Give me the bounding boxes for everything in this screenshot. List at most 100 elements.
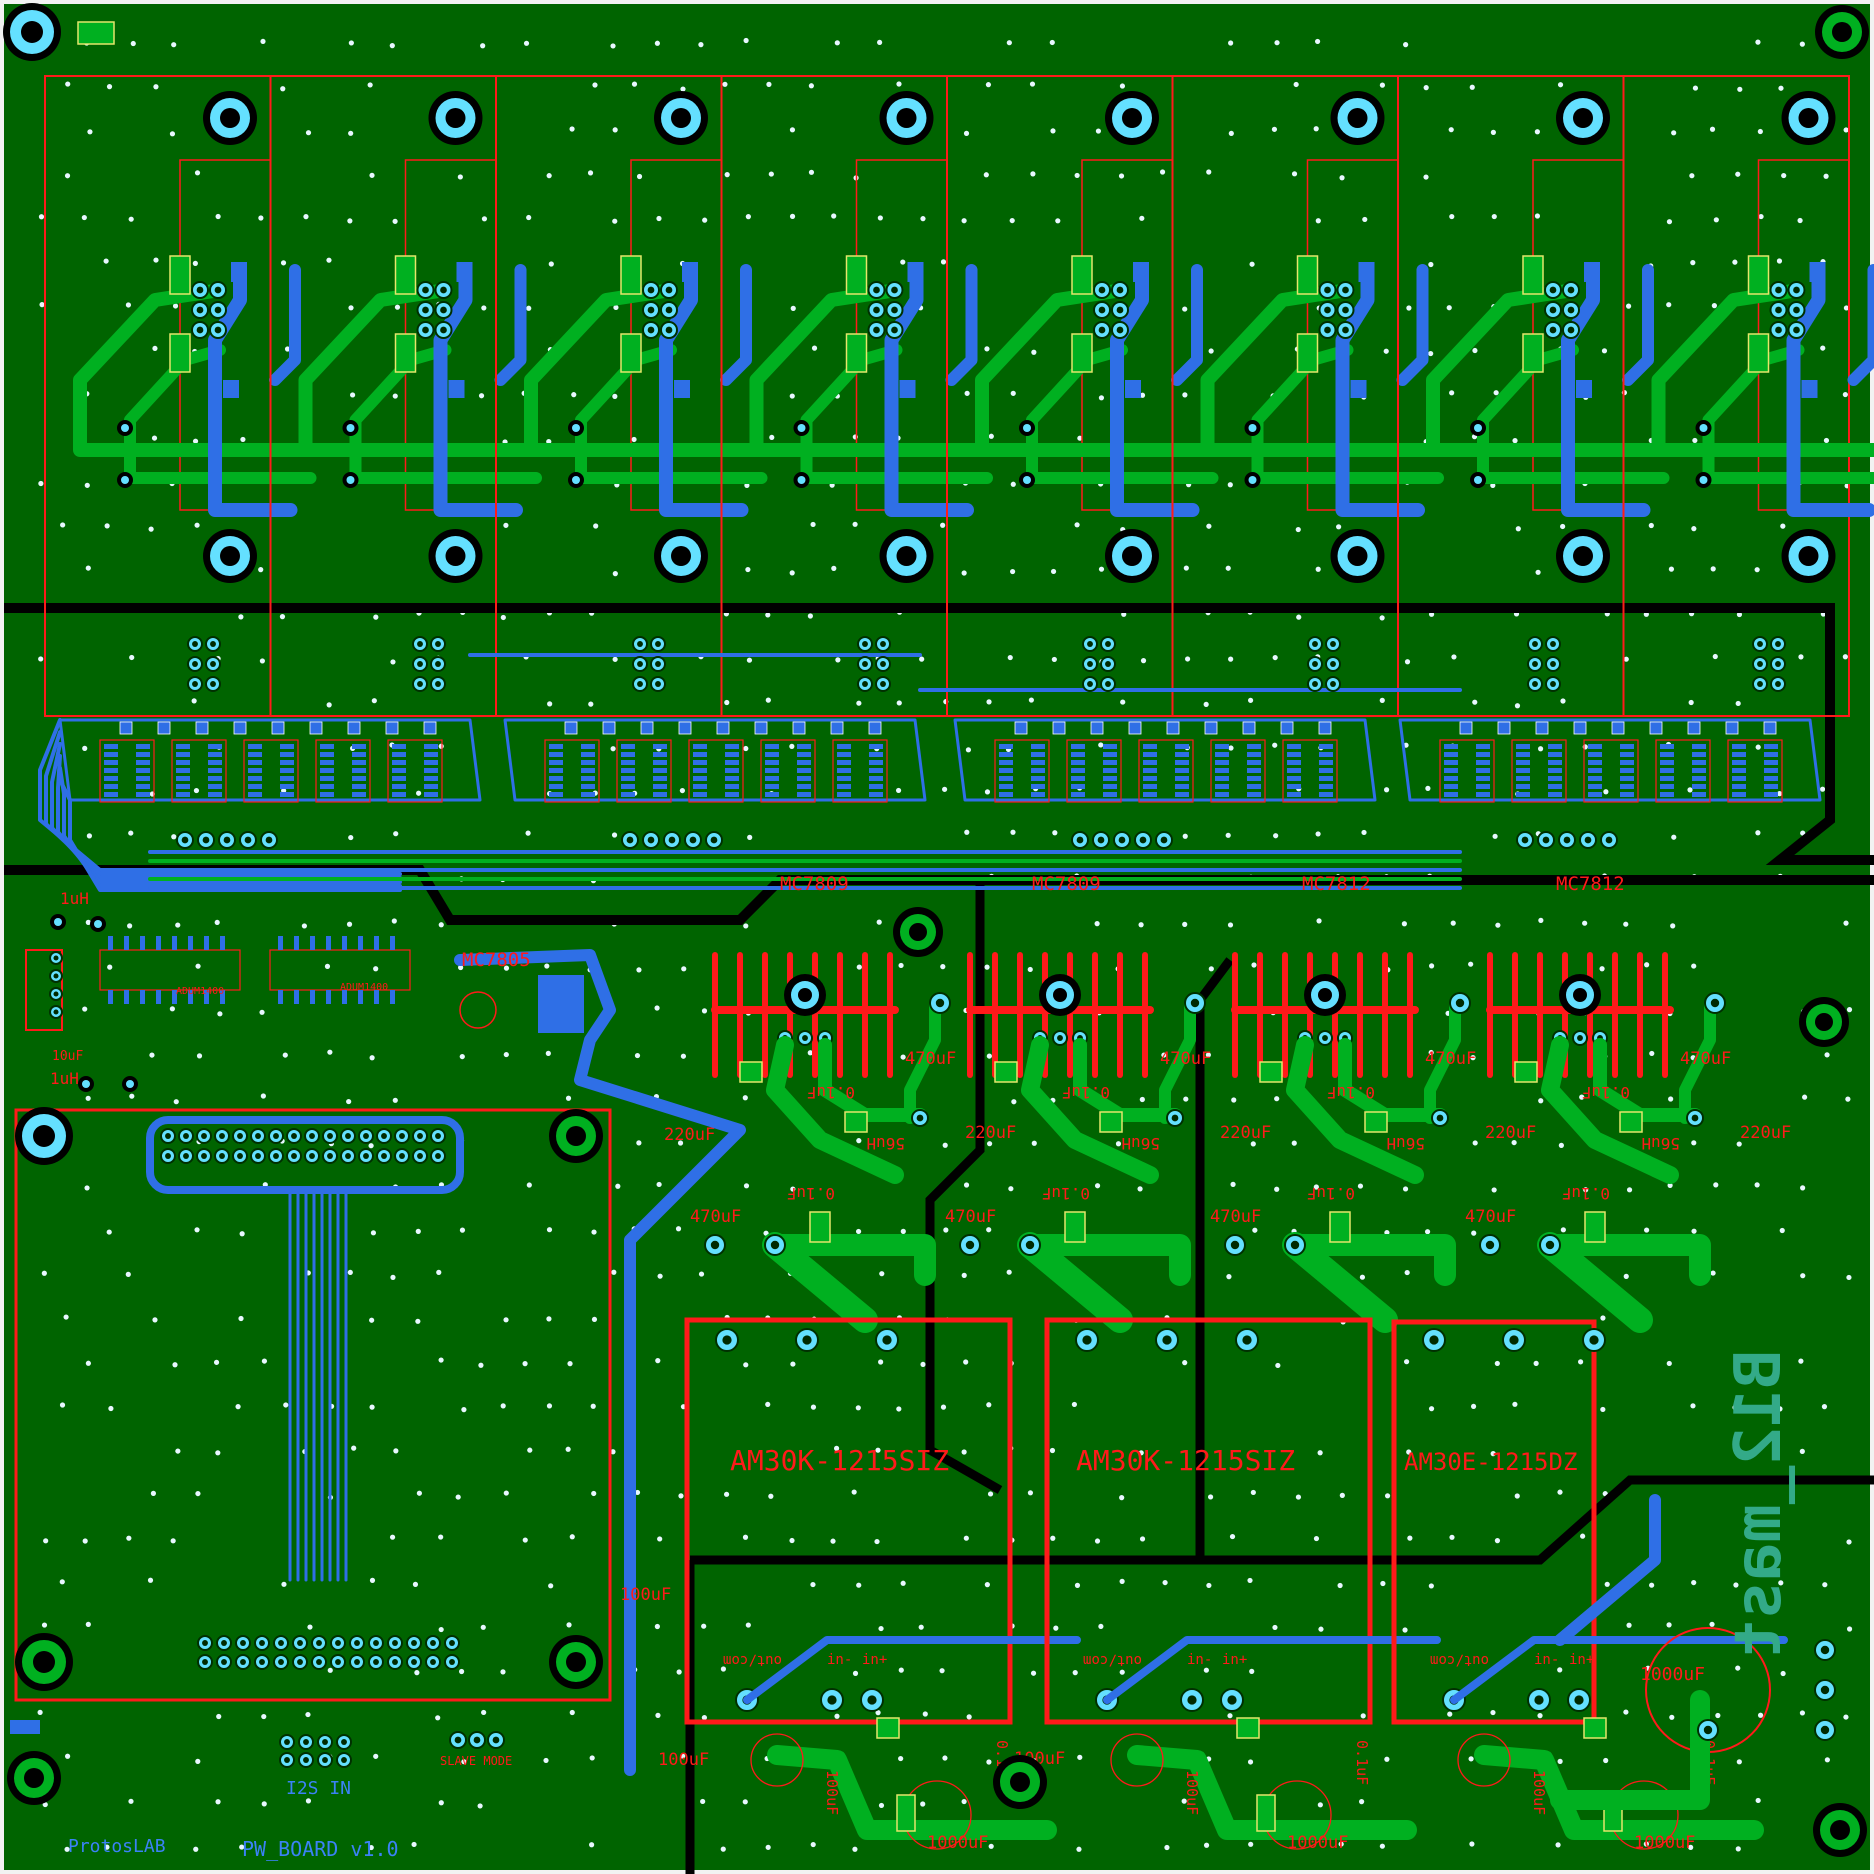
cap-label-470: 470uF: [905, 1049, 956, 1069]
smd-pad: [195, 721, 209, 735]
mount-drill: [566, 1652, 586, 1672]
ic-outline: [832, 739, 888, 803]
stitch-via: [1402, 1186, 1409, 1192]
via: [126, 1080, 134, 1088]
stitch-via: [346, 921, 353, 927]
stitch-via: [1029, 81, 1036, 87]
ic-pin: [837, 776, 851, 781]
stitch-via: [412, 1581, 419, 1587]
mount-drill: [1010, 1772, 1030, 1792]
stitch-via: [435, 1715, 441, 1721]
stitch-via: [769, 434, 775, 441]
ic-pin: [1732, 792, 1746, 797]
pad-hole: [192, 681, 198, 687]
reg-label-5v: MC7805: [462, 949, 531, 971]
stitch-via: [655, 1712, 661, 1718]
stitch-via: [307, 1624, 313, 1630]
smd-pad: [845, 333, 868, 373]
ic-pin: [1588, 760, 1602, 765]
ic-pin: [1548, 760, 1562, 765]
ic-pin: [1444, 776, 1458, 781]
stitch-via: [1119, 1495, 1125, 1501]
ic-pin: [1103, 792, 1117, 797]
stitch-via: [152, 1317, 158, 1323]
stitch-via: [1797, 217, 1803, 224]
pad-hole: [1087, 661, 1093, 667]
pad-hole: [1820, 1725, 1830, 1735]
stitch-via: [240, 436, 246, 443]
stitch-via: [700, 1798, 706, 1805]
ic-pin: [999, 760, 1013, 765]
ic-pin: [653, 760, 667, 765]
pad-hole: [345, 1133, 351, 1139]
ic-pin: [1764, 776, 1778, 781]
stitch-via: [1159, 169, 1166, 175]
stitch-via: [1512, 438, 1518, 444]
stitch-via: [565, 1095, 572, 1101]
ic-pin: [837, 744, 851, 749]
pad-hole: [202, 836, 210, 844]
ic-pin: [176, 744, 190, 749]
stitch-via: [1755, 830, 1761, 836]
smd-pad: [1204, 721, 1218, 735]
stitch-via: [742, 1534, 749, 1540]
pad-hole: [1549, 306, 1557, 314]
pad-hole: [882, 1335, 892, 1345]
ic-pin: [1071, 776, 1085, 781]
ic-pin: [104, 792, 118, 797]
pad-hole: [214, 326, 222, 334]
dac-module-3: [495, 75, 769, 717]
pad-hole: [210, 641, 216, 647]
ic-pin: [136, 744, 150, 749]
pad-hole: [880, 661, 886, 667]
stitch-via: [259, 658, 265, 664]
ic-pin: [1143, 760, 1157, 765]
ic-pin: [621, 768, 635, 773]
stitch-via: [765, 1401, 771, 1408]
ic-pin: [176, 776, 190, 781]
ic-pin: [621, 792, 635, 797]
stitch-via: [1161, 1052, 1167, 1058]
ic-pin: [352, 792, 366, 797]
power-trace-blue-2: [494, 264, 527, 386]
ic-pin: [765, 768, 779, 773]
stitch-via: [566, 1622, 572, 1628]
stitch-via: [1846, 1626, 1853, 1632]
pad-hole: [449, 1659, 455, 1665]
stitch-via: [1600, 1315, 1606, 1321]
ic-pin: [1476, 760, 1490, 765]
pad-hole: [647, 306, 655, 314]
stitch-via: [1649, 1050, 1655, 1057]
ic-pin: [392, 792, 406, 797]
stitch-via: [148, 526, 154, 532]
stitch-via: [1182, 921, 1188, 927]
pad-hole: [1330, 681, 1336, 687]
cap-label-1000: 1000uF: [1634, 1833, 1695, 1853]
pad-hole: [303, 1757, 309, 1763]
ic-pin: [248, 776, 262, 781]
stitch-via: [546, 1227, 553, 1233]
pad-hole: [1116, 286, 1124, 294]
smd-pad: [169, 255, 191, 295]
stitch-via: [1006, 40, 1012, 46]
stitch-via: [391, 918, 397, 924]
ic-pin: [392, 752, 406, 757]
conv-output-copper: [1127, 1745, 1417, 1840]
ic-pin: [549, 784, 563, 789]
ic-pin: [725, 784, 739, 789]
pad-hole: [647, 836, 655, 844]
ic-outline: [1138, 739, 1194, 803]
pad-hole: [722, 1335, 732, 1345]
power-trace-blue: [659, 263, 749, 517]
mount-drill: [798, 988, 812, 1002]
pad-hole: [210, 661, 216, 667]
conv-label-3: AM30E-1215DZ: [1404, 1448, 1577, 1476]
stitch-via: [678, 1493, 684, 1499]
pad-hole: [873, 306, 880, 314]
stitch-via: [986, 1227, 992, 1233]
smd-pad: [1071, 255, 1093, 295]
mount-drill: [220, 108, 240, 128]
stitch-via: [1623, 1709, 1629, 1715]
ic-pin: [1516, 792, 1530, 797]
pad-hole: [1324, 286, 1331, 294]
